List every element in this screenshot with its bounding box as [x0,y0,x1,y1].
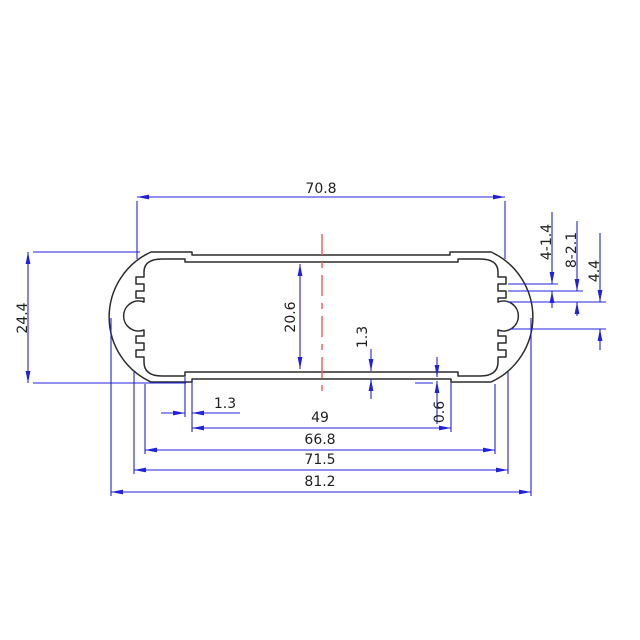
extrusion-profile [108,234,534,397]
dimension-label: 81.2 [304,474,335,490]
dimension-label: 1.3 [214,396,236,412]
dimension-label: 4-1.4 [539,224,555,260]
dimension-label: 49 [311,410,329,426]
dimension-label: 8-2.1 [564,232,580,268]
dimension-label: 4.4 [587,260,603,282]
dimension-label: 70.8 [305,181,336,197]
dim-bottom-width: 71.5 [134,452,508,473]
dim-bottom-step-depth: 0.6 [432,357,448,424]
dimension-label: 0.6 [432,401,448,423]
dim-screw-boss-opening: 4.4 [587,233,603,350]
dimension-label: 24.4 [15,302,31,333]
dim-bottom-wall-thickness: 1.3 [355,326,374,399]
dim-teeth-spec: 4-1.4 [539,212,555,308]
dimension-label: 66.8 [304,432,335,448]
dim-top-width: 70.8 [137,181,505,200]
dim-lower-width: 66.8 [145,432,495,453]
dim-overall-height: 24.4 [15,252,31,383]
dimension-label: 1.3 [355,326,371,348]
extension-lines [33,201,606,496]
profile-inner-contour [122,258,520,377]
profile-outer-contour [108,251,534,383]
dim-bottom-slot-width: 49 [192,410,451,431]
dimension-label: 71.5 [304,452,335,468]
dim-overall-width: 81.2 [111,474,531,495]
dim-groove-spec: 8-2.1 [564,221,580,316]
dim-bottom-step-offset: 1.3 [161,396,240,416]
dimension-label: 20.6 [283,301,299,332]
dim-cavity-height: 20.6 [283,264,303,369]
